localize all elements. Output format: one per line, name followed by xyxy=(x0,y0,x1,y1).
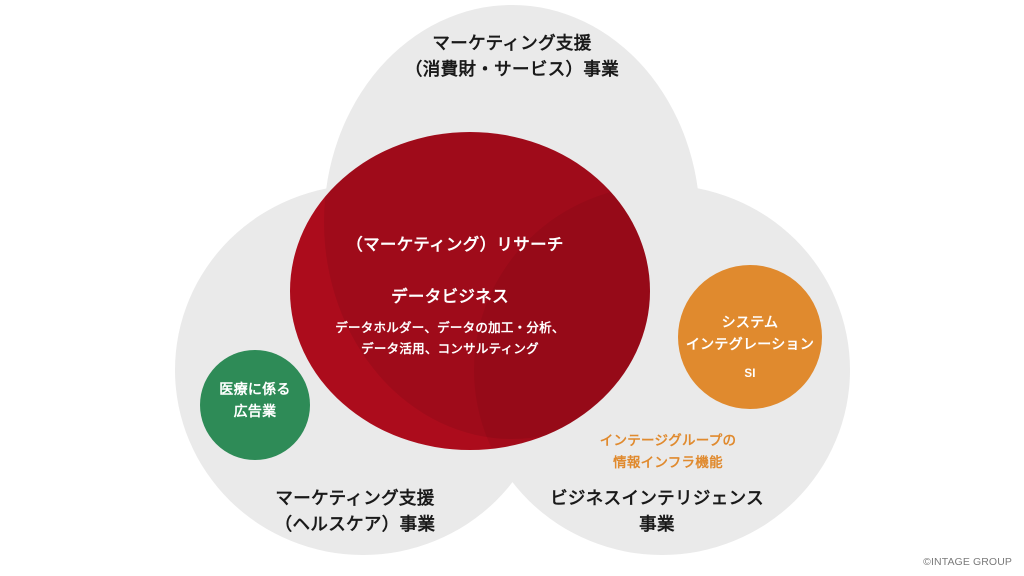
green-bubble-label: 医療に係る 広告業 xyxy=(219,378,290,423)
lobe-label-healthcare-line2: （ヘルスケア）事業 xyxy=(274,514,436,535)
green-bubble-shape xyxy=(200,350,310,460)
infra-caption-line2: 情報インフラ機能 xyxy=(613,455,723,471)
lobe-label-bi-line1: ビジネスインテリジェンス xyxy=(550,488,764,508)
infra-caption-line1: インテージグループの xyxy=(599,433,737,448)
lobe-label-consumer-line1: マーケティング支援 xyxy=(432,33,592,53)
core-data-business-label: データビジネス xyxy=(391,288,509,306)
lobe-label-healthcare: マーケティング支援 （ヘルスケア）事業 xyxy=(275,485,436,538)
orange-bubble-line1: システム xyxy=(721,314,779,330)
orange-bubble-label: システム インテグレーション xyxy=(686,311,814,356)
core-red-shape xyxy=(290,132,650,450)
orange-bubble-shape xyxy=(678,265,822,409)
lobe-label-bi-line2: 事業 xyxy=(639,514,675,535)
lobe-label-consumer: マーケティング支援 （消費財・サービス）事業 xyxy=(405,30,619,83)
orange-bubble-abbreviation: SI xyxy=(744,368,756,380)
copyright-notice: ©INTAGE GROUP xyxy=(923,556,1012,568)
green-bubble-line2: 広告業 xyxy=(233,403,277,420)
core-research-label: （マーケティング）リサーチ xyxy=(346,236,564,254)
core-detail-line2: データ活用、コンサルティング xyxy=(361,341,539,356)
orange-bubble-line2: インテグレーション xyxy=(685,336,815,353)
core-shade-consumer xyxy=(324,132,650,439)
core-detail-label: データホルダー、データの加工・分析、 データ活用、コンサルティング xyxy=(335,318,564,359)
core-shade-bi xyxy=(474,185,650,450)
green-bubble-line1: 医療に係る xyxy=(219,381,291,397)
core-detail-line1: データホルダー、データの加工・分析、 xyxy=(335,321,565,335)
lobe-label-bi: ビジネスインテリジェンス 事業 xyxy=(550,485,764,538)
core-shade-group xyxy=(324,132,650,450)
lobe-label-consumer-line2: （消費財・サービス）事業 xyxy=(404,59,620,80)
lobe-label-healthcare-line1: マーケティング支援 xyxy=(275,488,435,508)
infra-caption: インテージグループの 情報インフラ機能 xyxy=(600,430,737,475)
